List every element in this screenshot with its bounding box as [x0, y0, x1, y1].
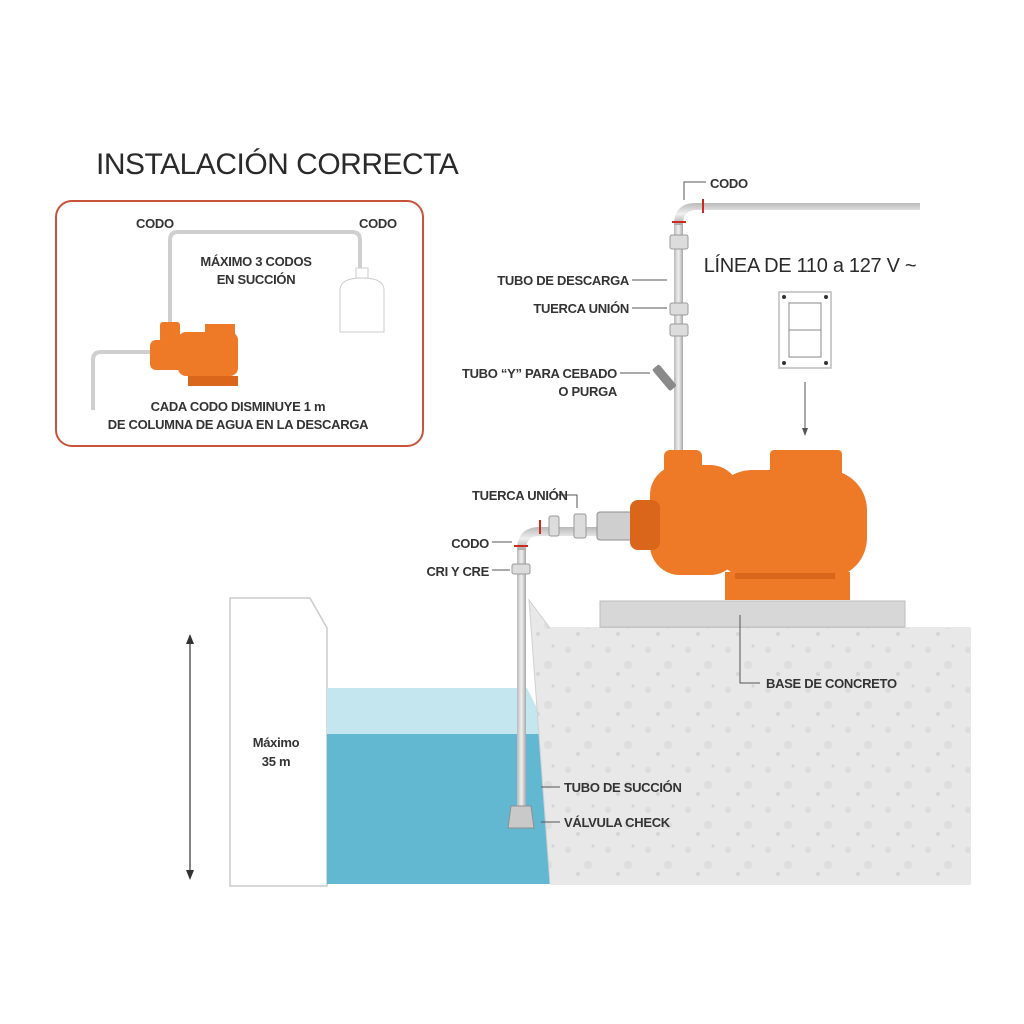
- inset-elbow-left-label: CODO: [136, 216, 174, 231]
- concrete-block: [528, 598, 971, 885]
- y-tube-label-line2: O PURGA: [558, 384, 617, 399]
- y-tube-label-line1: TUBO “Y” PARA CEBADO: [462, 366, 617, 381]
- max-depth-label-line2: 35 m: [262, 754, 290, 769]
- inset-pump: [150, 322, 238, 386]
- concrete-base-label: BASE DE CONCRETO: [766, 676, 897, 691]
- water-pump: [630, 450, 867, 600]
- discharge-pipe-label: TUBO DE DESCARGA: [497, 273, 630, 288]
- inset-elbow-right-label: CODO: [359, 216, 397, 231]
- depth-indicator: Máximo 35 m: [186, 597, 328, 887]
- max-depth-label-line1: Máximo: [253, 735, 300, 750]
- union-nut-top-label: TUERCA UNIÓN: [533, 301, 629, 316]
- inset-max-elbows-line1: MÁXIMO 3 CODOS: [200, 254, 312, 269]
- suction-pipe-label: TUBO DE SUCCIÓN: [564, 780, 682, 795]
- inset-note-line1: CADA CODO DISMINUYE 1 m: [151, 399, 326, 414]
- suction-pipe: [507, 511, 634, 829]
- page-title: INSTALACIÓN CORRECTA: [96, 148, 459, 181]
- inset-tank: [339, 267, 385, 333]
- water-tank: [327, 688, 550, 884]
- leader-lines: [492, 181, 760, 823]
- discharge-pipe: [652, 199, 920, 452]
- inset-max-elbows-line2: EN SUCCIÓN: [217, 272, 296, 287]
- elbow-side-label: CODO: [451, 536, 489, 551]
- voltage-label: LÍNEA DE 110 a 127 V ~: [704, 254, 917, 277]
- inset-note-line2: DE COLUMNA DE AGUA EN LA DESCARGA: [108, 417, 369, 432]
- inset-panel: CODO CODO MÁXIMO 3 CODOS EN SUCCIÓN CADA…: [55, 200, 424, 447]
- elbow-top-label: CODO: [710, 176, 748, 191]
- check-valve-label: VÁLVULA CHECK: [564, 815, 671, 830]
- union-nut-side-label: TUERCA UNIÓN: [472, 488, 568, 503]
- cri-cre-label: CRI Y CRE: [426, 564, 489, 579]
- electrical-outlet: LÍNEA DE 110 a 127 V ~: [704, 254, 917, 436]
